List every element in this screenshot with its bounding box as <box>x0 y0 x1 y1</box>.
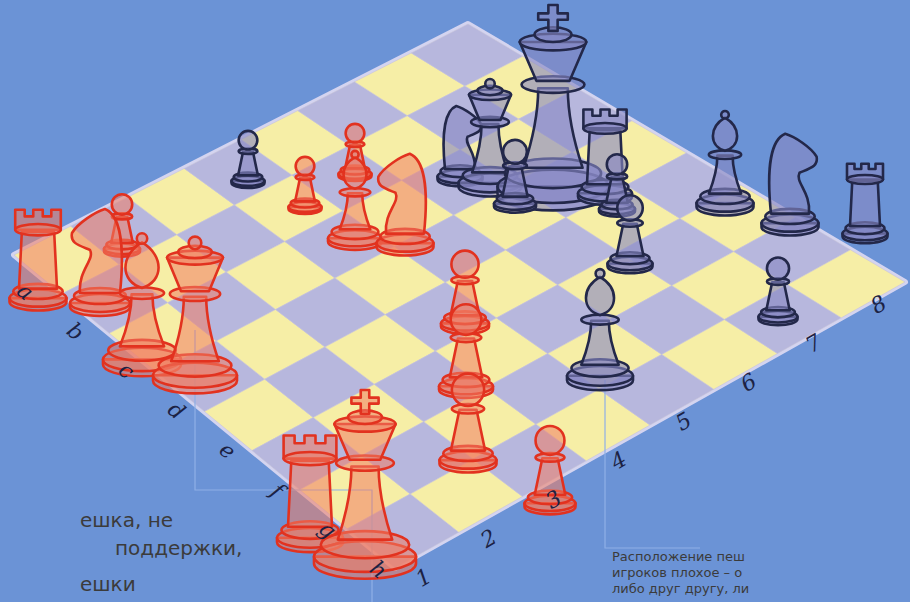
piece-part <box>536 426 565 455</box>
chess-piece <box>70 209 130 316</box>
piece-part <box>189 237 202 250</box>
piece-part <box>378 154 426 234</box>
chess-piece <box>608 195 653 273</box>
caption-fragment: либо друг другу, ли <box>612 581 749 597</box>
piece-part <box>295 178 315 202</box>
piece-part <box>502 167 527 197</box>
piece-part <box>450 339 482 378</box>
piece-part <box>767 258 789 280</box>
caption-fragment: ешка, не <box>80 508 173 532</box>
piece-part <box>288 461 332 527</box>
chess-piece <box>232 131 265 188</box>
chess-piece <box>328 151 382 250</box>
chess-piece <box>494 140 536 213</box>
rank-label: 7 <box>801 329 826 359</box>
leader-line <box>605 380 700 548</box>
caption-fragment: ешки <box>80 572 136 596</box>
piece-part <box>523 88 582 168</box>
piece-part <box>284 452 337 465</box>
piece-part <box>112 194 132 214</box>
piece-part <box>538 5 568 31</box>
file-label: a <box>11 278 38 307</box>
piece-part <box>451 251 478 278</box>
piece-part <box>238 152 258 176</box>
file-label: h <box>364 555 392 584</box>
caption-fragment: игроков плохое – о <box>612 565 742 581</box>
piece-part <box>847 175 883 184</box>
chess-pieces <box>9 5 887 579</box>
piece-part <box>351 151 358 158</box>
piece-part <box>721 111 729 119</box>
piece-part <box>346 124 365 143</box>
piece-part <box>338 467 392 540</box>
file-label: g <box>314 516 342 545</box>
piece-part <box>351 390 378 414</box>
rank-label: 1 <box>411 563 436 593</box>
piece-part <box>607 154 627 174</box>
piece-part <box>769 134 817 214</box>
rank-label: 2 <box>476 524 501 554</box>
file-label: c <box>113 357 139 385</box>
piece-part <box>344 157 367 189</box>
chess-piece <box>440 374 497 473</box>
chess-piece <box>697 111 754 216</box>
file-label: f <box>265 478 288 503</box>
chess-piece <box>9 210 66 311</box>
piece-part <box>596 269 605 278</box>
piece-part <box>583 123 626 134</box>
piece-part <box>581 321 618 365</box>
piece-part <box>850 181 880 226</box>
piece-part <box>452 374 484 406</box>
piece-part <box>296 157 315 176</box>
chess-piece <box>578 109 632 204</box>
rank-label: 8 <box>866 290 891 320</box>
piece-part <box>617 224 644 256</box>
file-label: d <box>162 396 190 425</box>
chess-piece <box>843 164 888 244</box>
chess-piece <box>153 237 237 394</box>
piece-part <box>340 193 371 229</box>
piece-part <box>15 224 61 235</box>
piece-part <box>72 209 122 293</box>
rank-label: 4 <box>606 446 631 476</box>
piece-part <box>120 294 164 346</box>
caption-fragment: поддержки, <box>115 536 242 560</box>
piece-part <box>451 304 482 335</box>
rank-label: 5 <box>671 407 696 437</box>
piece-part <box>171 297 219 361</box>
rank-label: 3 <box>541 485 566 515</box>
file-label: b <box>62 317 90 346</box>
piece-part <box>451 410 485 451</box>
board-frame <box>14 24 905 568</box>
piece-part <box>766 282 789 310</box>
piece-part <box>137 233 147 243</box>
piece-part <box>617 195 643 221</box>
chess-piece <box>314 390 416 579</box>
chess-piece <box>289 157 322 214</box>
piece-part <box>713 118 737 151</box>
chess-piece <box>377 154 434 256</box>
piece-part <box>709 156 741 194</box>
piece-part <box>586 277 614 316</box>
chess-piece <box>567 269 633 390</box>
piece-part <box>485 79 494 88</box>
piece-part <box>125 242 158 288</box>
rank-label: 6 <box>736 368 761 398</box>
chess-piece <box>759 258 798 326</box>
chess-piece <box>762 134 819 236</box>
caption-fragment: Расположение пеш <box>612 549 745 565</box>
piece-part <box>503 140 527 164</box>
chess-piece <box>525 426 576 514</box>
piece-part <box>239 131 258 150</box>
file-label: e <box>213 437 240 466</box>
chess-board <box>14 24 905 568</box>
